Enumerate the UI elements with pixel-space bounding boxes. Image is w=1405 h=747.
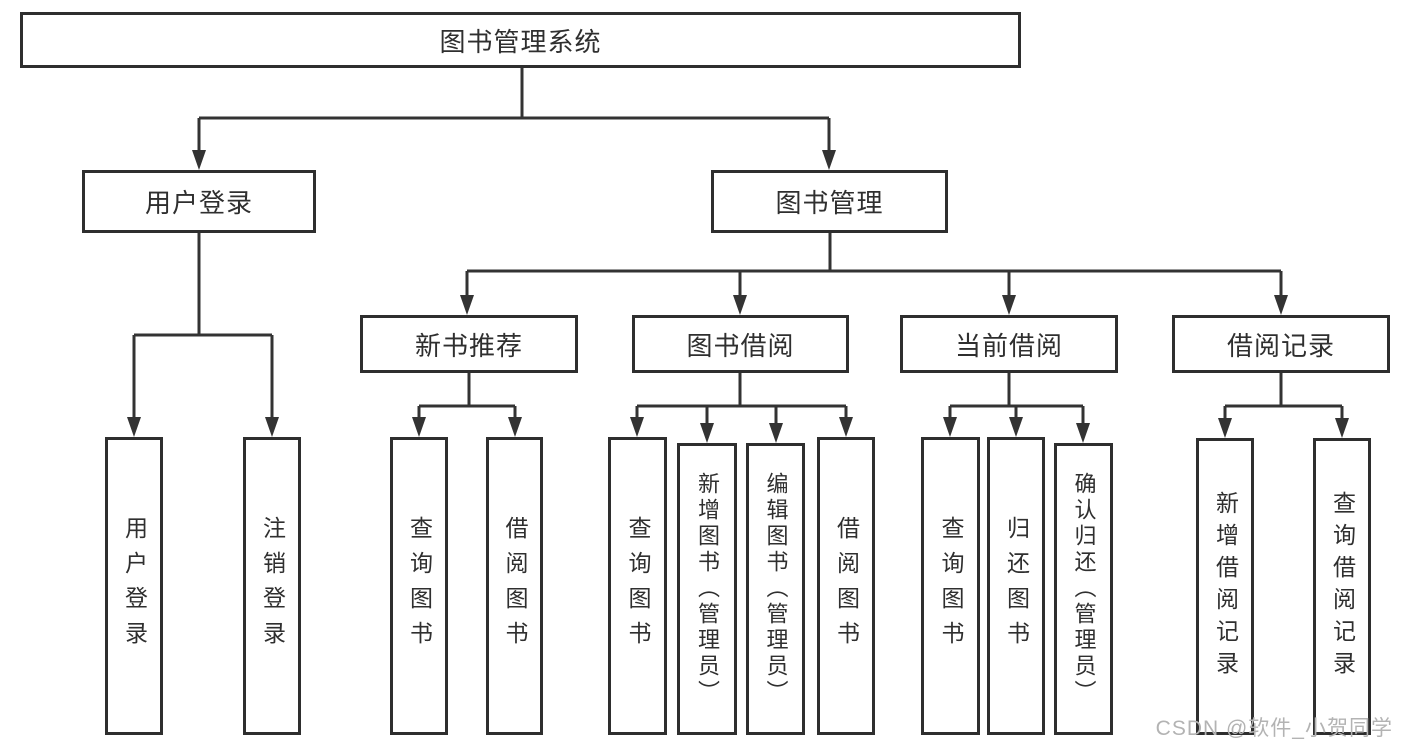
node-label: 新增借阅记录 <box>1212 490 1239 683</box>
node-label: 查询借阅记录 <box>1329 490 1356 683</box>
node-label: 查询图书 <box>938 516 964 656</box>
node-label: 编辑图书（管理员） <box>763 472 789 706</box>
node-label: 借阅记录 <box>1226 330 1335 361</box>
leaf-br-add-record: 新增借阅记录 <box>1196 438 1254 735</box>
node-library-management-system: 图书管理系统 <box>20 12 1021 68</box>
node-label: 查询图书 <box>406 516 433 656</box>
csdn-watermark: CSDN @软件_小贺同学 <box>1155 717 1393 740</box>
leaf-bb-borrow-books: 借阅图书 <box>817 437 875 735</box>
node-user-login: 用户登录 <box>82 170 316 233</box>
node-book-borrow: 图书借阅 <box>632 315 849 373</box>
node-borrow-records: 借阅记录 <box>1172 315 1390 373</box>
leaf-cb-return-books: 归还图书 <box>987 437 1045 735</box>
leaf-nbr-borrow-books: 借阅图书 <box>486 437 543 735</box>
node-label: 用户登录 <box>144 188 253 218</box>
leaf-br-query-record: 查询借阅记录 <box>1313 438 1371 735</box>
node-label: 图书管理系统 <box>439 26 602 57</box>
node-label: 新增图书（管理员） <box>695 472 720 706</box>
leaf-user-login: 用户登录 <box>105 437 163 735</box>
leaf-bb-query-books: 查询图书 <box>608 437 667 735</box>
node-label: 当前借阅 <box>954 330 1063 361</box>
node-new-book-recommend: 新书推荐 <box>360 315 578 373</box>
leaf-cb-confirm-return-admin: 确认归还（管理员） <box>1054 443 1113 735</box>
node-label: 确认归还（管理员） <box>1071 472 1097 706</box>
leaf-bb-add-books-admin: 新增图书（管理员） <box>677 443 737 735</box>
leaf-logout: 注销登录 <box>243 437 301 735</box>
node-label: 图书管理 <box>775 188 884 218</box>
node-book-management: 图书管理 <box>711 170 948 233</box>
node-label: 借阅图书 <box>502 516 528 656</box>
node-label: 新书推荐 <box>414 330 523 361</box>
node-label: 注销登录 <box>259 516 286 656</box>
node-label: 图书借阅 <box>686 330 795 361</box>
node-current-borrow: 当前借阅 <box>900 315 1118 373</box>
node-label: 归还图书 <box>1003 516 1030 656</box>
node-label: 查询图书 <box>625 516 651 656</box>
leaf-bb-edit-books-admin: 编辑图书（管理员） <box>746 443 805 735</box>
leaf-nbr-query-books: 查询图书 <box>390 437 448 735</box>
node-label: 用户登录 <box>121 516 148 656</box>
node-label: 借阅图书 <box>833 516 860 656</box>
leaf-cb-query-books: 查询图书 <box>921 437 980 735</box>
